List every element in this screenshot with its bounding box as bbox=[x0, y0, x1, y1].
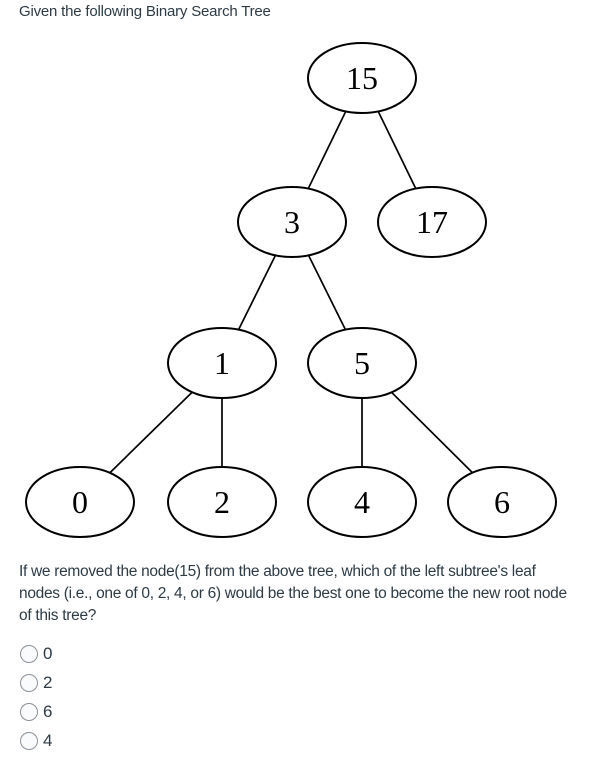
question-text-line: nodes (i.e., one of 0, 2, 4, or 6) would… bbox=[19, 585, 567, 602]
tree-node-label: 17 bbox=[416, 204, 448, 240]
radio-button[interactable] bbox=[20, 645, 38, 663]
tree-node-5: 5 bbox=[307, 327, 417, 399]
tree-node-2: 2 bbox=[167, 466, 277, 538]
tree-node-label: 3 bbox=[284, 204, 300, 240]
radio-button[interactable] bbox=[20, 732, 38, 750]
tree-node-ellipse bbox=[167, 327, 277, 399]
question-intro-text: Given the following Binary Search Tree bbox=[19, 3, 271, 20]
answer-option-6[interactable]: 6 bbox=[20, 703, 52, 721]
answer-option-label: 2 bbox=[43, 673, 53, 692]
answer-options: 0 2 6 4 bbox=[20, 645, 52, 750]
answer-option-4[interactable]: 4 bbox=[20, 732, 52, 750]
tree-node-ellipse bbox=[25, 466, 135, 538]
tree-node-label: 2 bbox=[214, 484, 230, 520]
answer-option-label: 0 bbox=[43, 644, 53, 663]
tree-node-label: 0 bbox=[72, 484, 88, 520]
tree-node-label: 15 bbox=[346, 60, 378, 96]
tree-node-17: 17 bbox=[377, 186, 487, 258]
question-text: If we removed the node(15) from the abov… bbox=[19, 561, 567, 627]
tree-node-label: 5 bbox=[354, 345, 370, 381]
radio-button[interactable] bbox=[20, 703, 38, 721]
tree-node-label: 4 bbox=[354, 484, 370, 520]
answer-option-label: 4 bbox=[43, 731, 53, 750]
tree-node-15: 15 bbox=[307, 42, 417, 114]
tree-node-ellipse bbox=[237, 186, 347, 258]
tree-node-4: 4 bbox=[307, 466, 417, 538]
tree-node-label: 6 bbox=[494, 484, 510, 520]
question-text-line: If we removed the node(15) from the abov… bbox=[19, 563, 536, 580]
tree-node-6: 6 bbox=[447, 466, 557, 538]
answer-option-label: 6 bbox=[43, 702, 53, 721]
tree-node-1: 1 bbox=[167, 327, 277, 399]
question-text-line: of this tree? bbox=[19, 607, 97, 624]
tree-node-3: 3 bbox=[237, 186, 347, 258]
answer-option-0[interactable]: 0 bbox=[20, 645, 52, 663]
tree-node-ellipse bbox=[307, 327, 417, 399]
tree-node-ellipse bbox=[307, 42, 417, 114]
tree-node-ellipse bbox=[307, 466, 417, 538]
answer-option-2[interactable]: 2 bbox=[20, 674, 52, 692]
tree-node-ellipse bbox=[447, 466, 557, 538]
tree-node-label: 1 bbox=[214, 345, 230, 381]
tree-node-0: 0 bbox=[25, 466, 135, 538]
tree-node-ellipse bbox=[167, 466, 277, 538]
radio-button[interactable] bbox=[20, 674, 38, 692]
tree-node-ellipse bbox=[377, 186, 487, 258]
